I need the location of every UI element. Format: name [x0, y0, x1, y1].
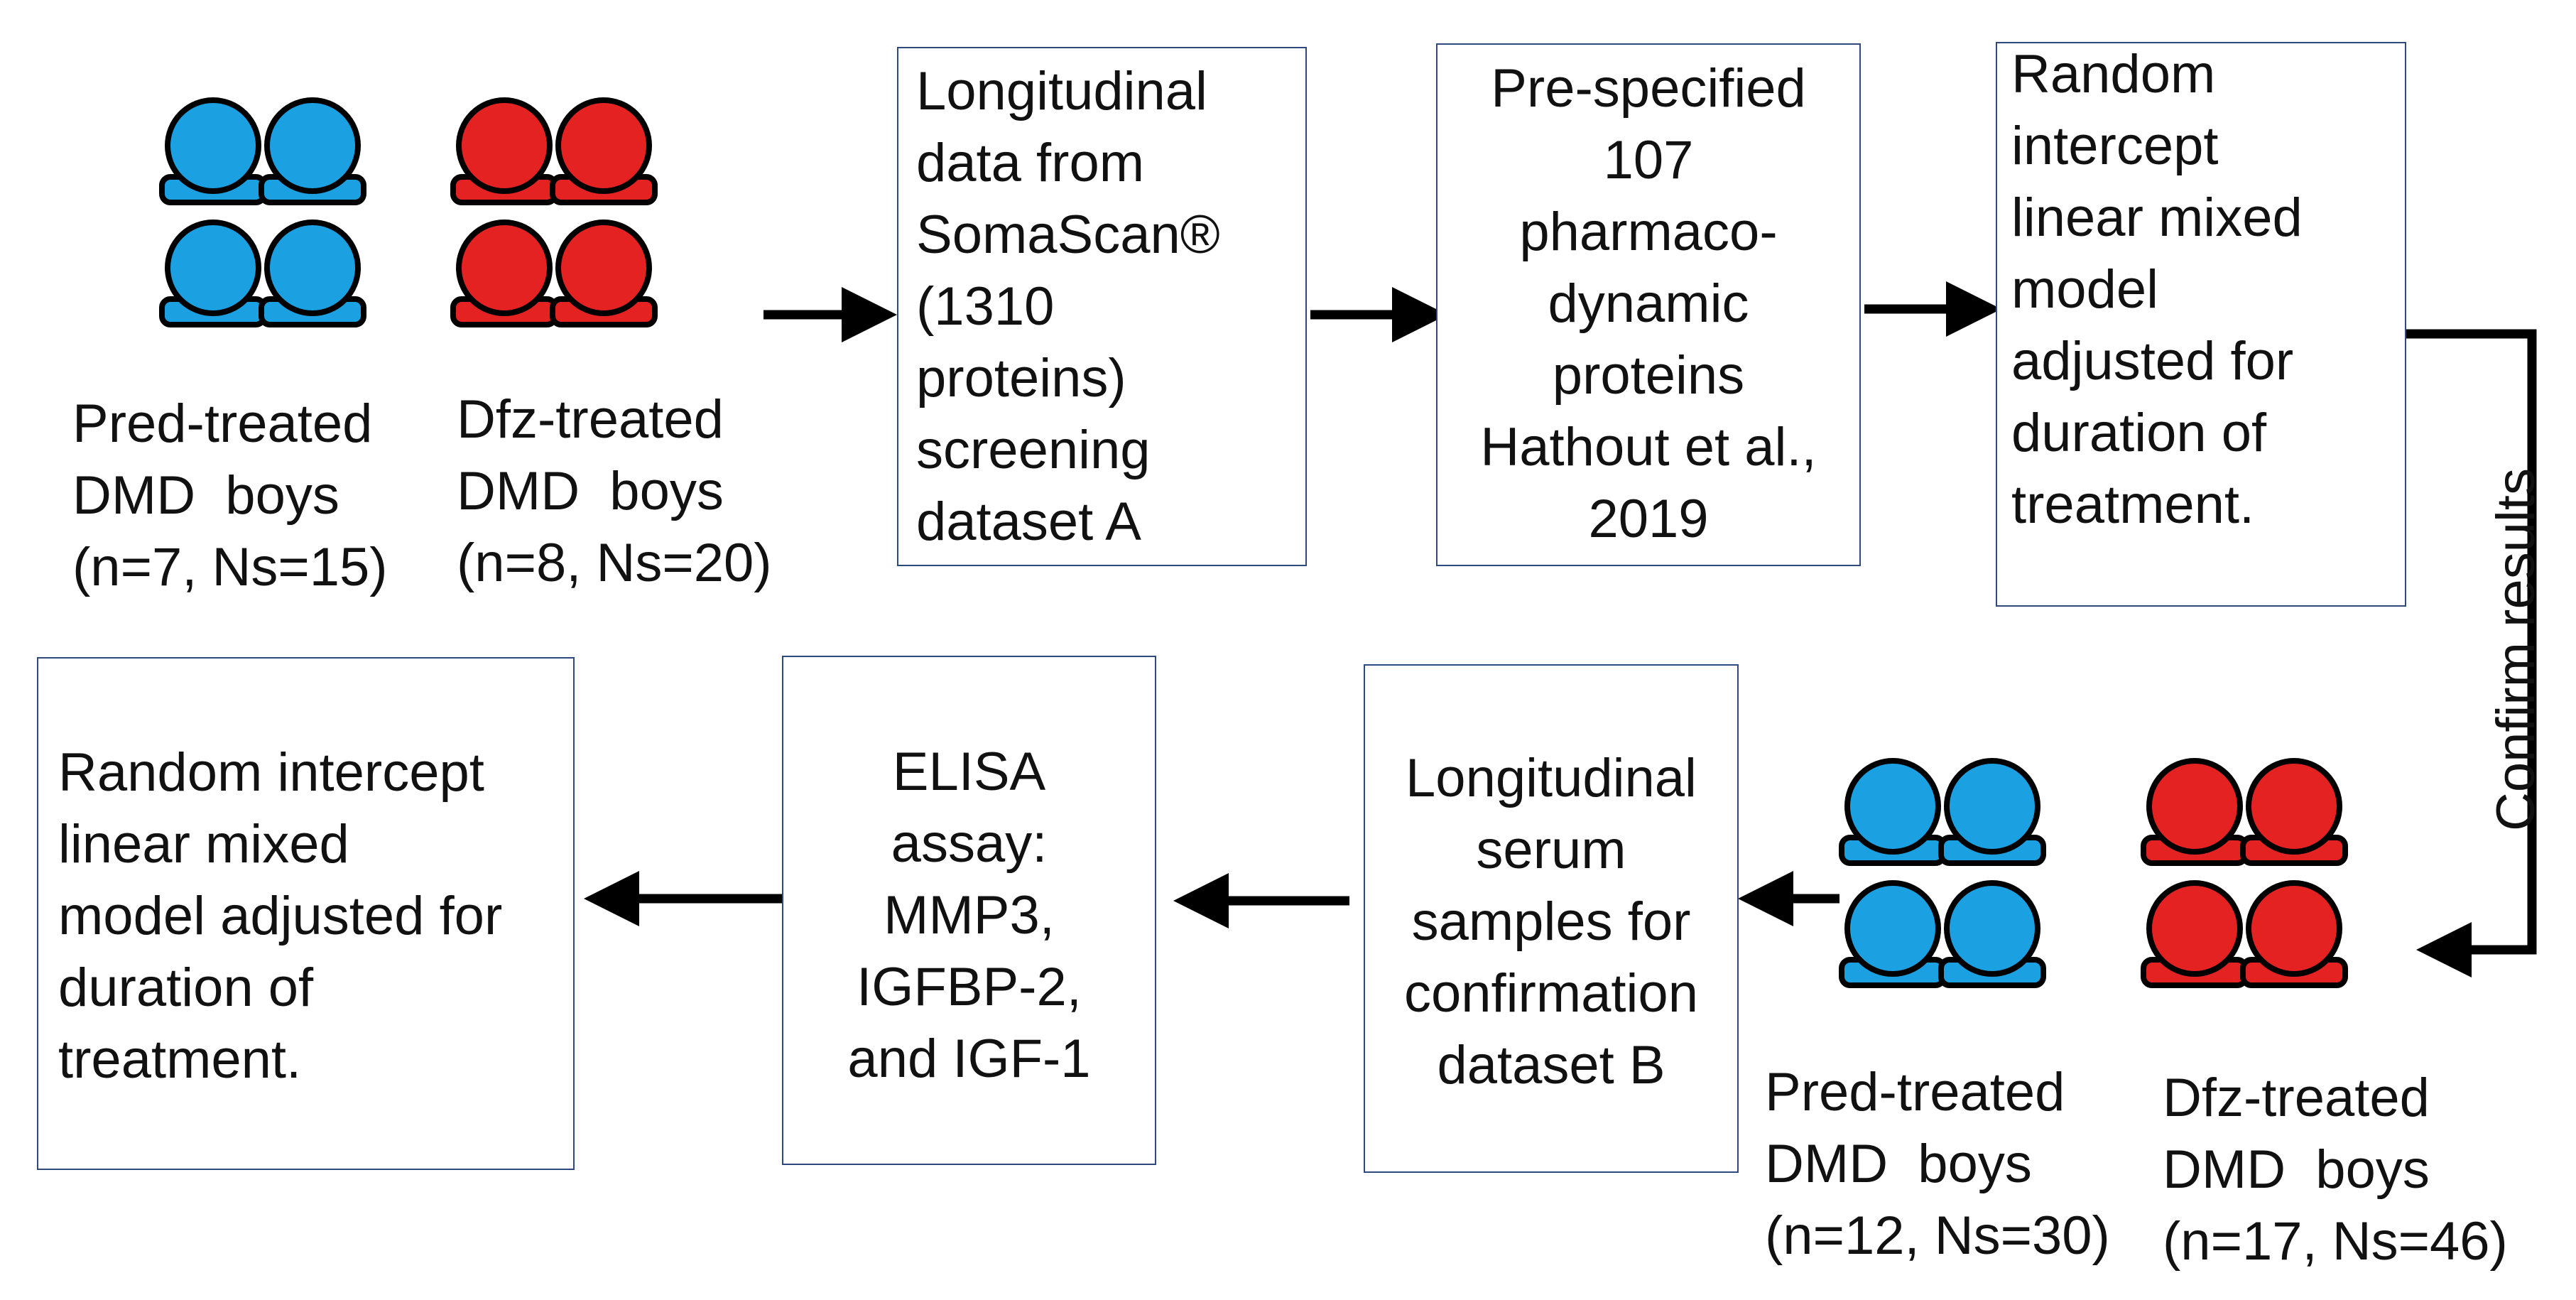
model-a-box — [1996, 42, 2406, 607]
dfz-group-a-icon — [453, 100, 655, 325]
model-b-text-line: duration of — [58, 958, 314, 1018]
dataset-b-text: Longitudinal serum samples for confirmation… — [1371, 742, 1732, 1101]
dataset-b-text-line: confirmation — [1404, 963, 1698, 1024]
dataset-a-text-line: (1310 — [916, 276, 1055, 337]
model-a-text-line: duration of — [2011, 403, 2267, 463]
prespecified-proteins-box — [1436, 43, 1861, 566]
prespecified-proteins-text-line: 2019 — [1588, 489, 1709, 549]
model-b-text-line: treatment. — [58, 1029, 302, 1090]
prespecified-proteins-text-line: proteins — [1552, 345, 1745, 406]
pred-group-a-label-line: DMD boys — [72, 465, 339, 526]
dataset-b-text-line: dataset B — [1437, 1035, 1665, 1095]
model-a-text-line: adjusted for — [2011, 331, 2294, 391]
dataset-a-text-line: dataset A — [916, 492, 1141, 552]
dataset-a-text-line: proteins) — [916, 348, 1126, 408]
prespecified-proteins-text-line: pharmaco- — [1519, 202, 1778, 262]
dataset-b-text-line: serum — [1476, 820, 1626, 880]
elisa-text-line: IGFBP-2, — [857, 957, 1082, 1017]
prespecified-proteins-text-line: dynamic — [1548, 273, 1749, 334]
elisa-text: ELISA assay: MMP3, IGFBP-2, and IGF-1 — [789, 736, 1149, 1095]
elisa-text-line: assay: — [891, 813, 1048, 874]
dfz-group-a-label-line: DMD boys — [457, 461, 724, 521]
dfz-group-b-label-line: Dfz-treated — [2163, 1068, 2430, 1128]
model-a-text-line: linear mixed — [2011, 188, 2303, 248]
prespecified-proteins-text: Pre-specified 107 pharmaco-dynamic proteins… — [1443, 53, 1854, 555]
dataset-b-text-line: Longitudinal — [1406, 748, 1697, 808]
pred-group-b-label-line: (n=12, Ns=30) — [1765, 1206, 2110, 1266]
model-b-text: Random intercept linear mixed model adjust… — [58, 737, 502, 1095]
dataset-a-text-line: screening — [916, 420, 1151, 480]
pred-group-a-icon — [162, 100, 364, 325]
dfz-group-a-label-line: Dfz-treated — [457, 389, 724, 450]
elisa-text-line: and IGF-1 — [847, 1029, 1091, 1089]
dfz-group-b-label-line: DMD boys — [2163, 1139, 2430, 1200]
pred-group-b-label-line: DMD boys — [1765, 1134, 2032, 1194]
dataset-a-text-line: SomaScan® — [916, 205, 1220, 265]
model-a-text: Random intercept linear mixed model adjusted… — [2011, 38, 2303, 541]
elisa-text-line: MMP3, — [884, 885, 1055, 946]
model-b-text-line: model adjusted for — [58, 886, 503, 946]
pred-group-b-label-line: Pred-treated — [1765, 1062, 2065, 1122]
prespecified-proteins-text-line: 107 — [1603, 130, 1694, 190]
model-a-text-line: intercept — [2011, 116, 2219, 176]
model-b-text-line: Random intercept — [58, 742, 484, 803]
pred-group-b-icon — [1842, 761, 2043, 985]
dataset-a-box — [897, 47, 1307, 566]
dataset-b-text-line: samples for — [1411, 892, 1691, 952]
model-a-text-line: model — [2011, 259, 2158, 320]
model-a-text-line: Random — [2011, 44, 2216, 104]
dataset-a-text-line: Longitudinal — [916, 61, 1207, 121]
dfz-group-a-label-line: (n=8, Ns=20) — [457, 533, 772, 593]
dataset-b-box — [1364, 664, 1739, 1173]
dfz-group-b-icon — [2143, 761, 2345, 985]
confirm-results-label: Confirm results — [2486, 468, 2546, 831]
dataset-a-text-line: data from — [916, 133, 1145, 193]
model-b-box — [37, 657, 575, 1170]
elisa-box — [782, 656, 1156, 1165]
model-a-text-line: treatment. — [2011, 475, 2255, 535]
connector-confirm-results — [2404, 329, 2537, 977]
prespecified-proteins-text-line: Pre-specified — [1491, 58, 1806, 119]
elisa-text-line: ELISA — [892, 742, 1046, 802]
dfz-group-b-label-line: (n=17, Ns=46) — [2163, 1211, 2508, 1272]
prespecified-proteins-text-line: Hathout et al., — [1480, 417, 1817, 477]
pred-group-a-label-line: (n=7, Ns=15) — [72, 537, 388, 597]
pred-group-a-label-line: Pred-treated — [72, 394, 373, 454]
model-b-text-line: linear mixed — [58, 814, 349, 874]
